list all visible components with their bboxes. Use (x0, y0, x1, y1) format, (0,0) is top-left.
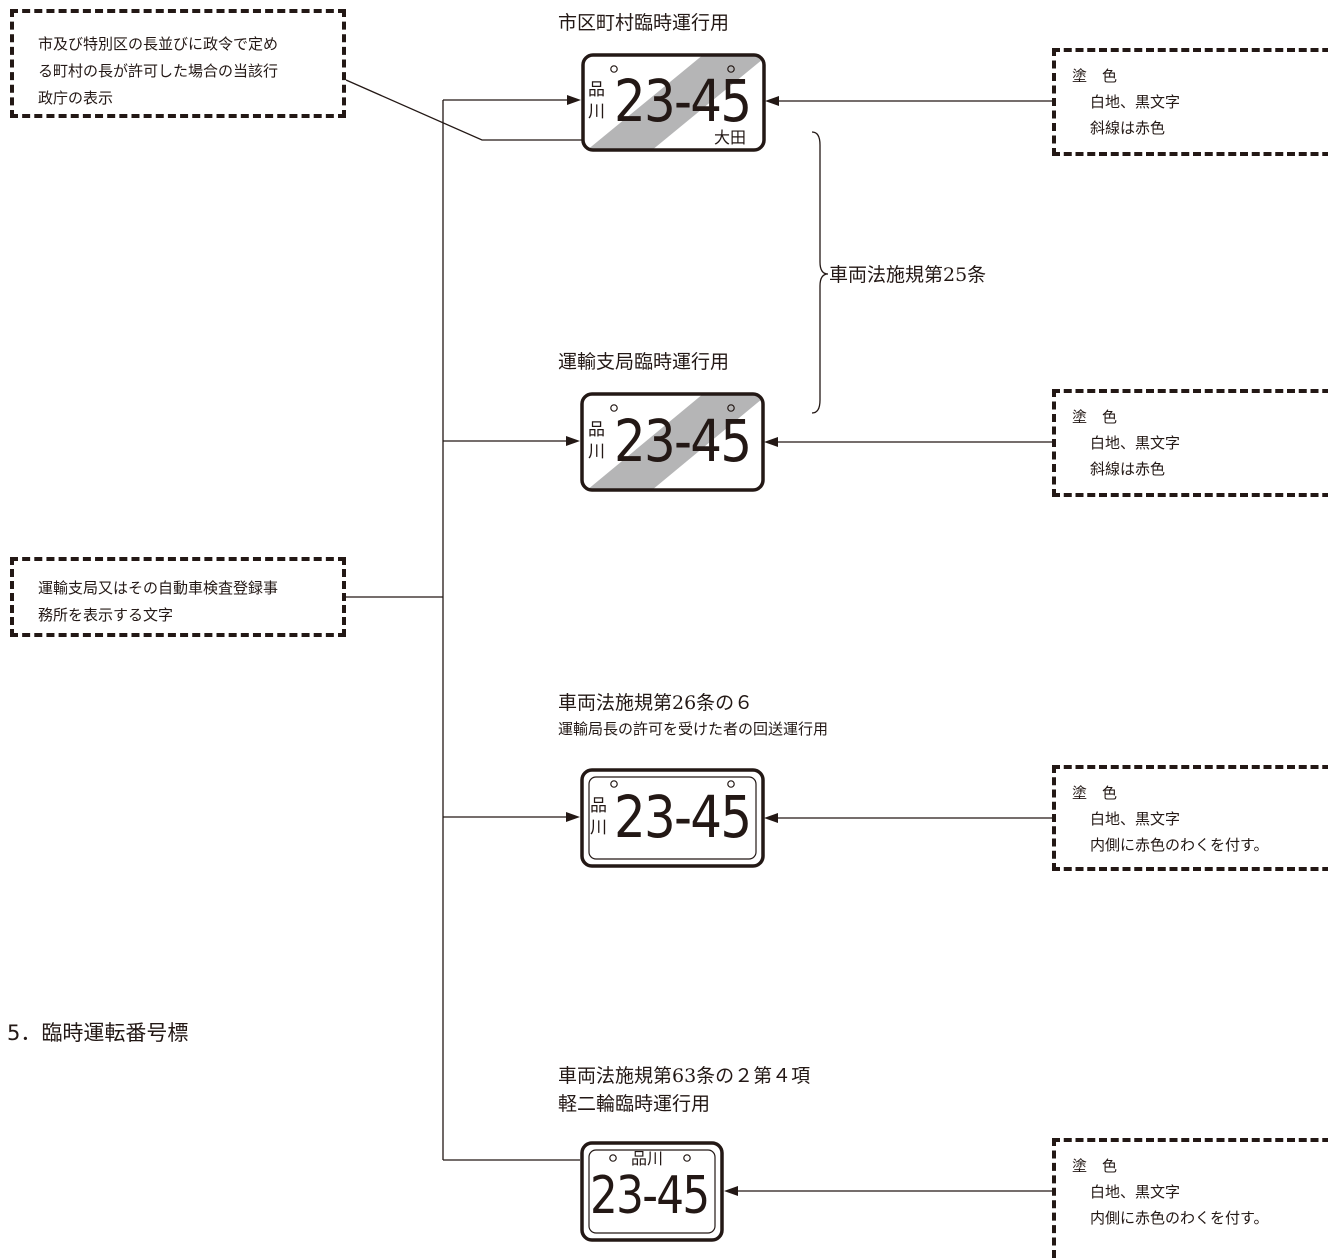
note-box-office: 運輸支局又はその自動車検査登録事 務所を表示する文字 (10, 557, 346, 637)
plate-1-region-bottom: 川 (588, 102, 605, 122)
note-line: 市及び特別区の長並びに政令で定め (38, 35, 279, 53)
color-note-line: 斜線は赤色 (1090, 460, 1166, 478)
plate-2-region-bottom: 川 (588, 442, 605, 462)
note-line: 運輸支局又はその自動車検査登録事 (38, 579, 279, 597)
connector-lines (345, 79, 1052, 1192)
plate-1-title: 市区町村臨時運行用 (558, 12, 730, 34)
plate-4-title-line-2: 軽二輪臨時運行用 (558, 1093, 711, 1115)
color-note-box-3: 塗 色 白地、黒文字 内側に赤色のわくを付す。 (1052, 765, 1328, 871)
color-note-heading: 塗 色 (1072, 784, 1118, 802)
color-note-line: 斜線は赤色 (1090, 119, 1166, 137)
color-note-line: 白地、黒文字 (1090, 1183, 1181, 1201)
color-note-heading: 塗 色 (1072, 67, 1118, 85)
plate-4-region: 品川 (631, 1149, 664, 1168)
plate-1-region-top: 品 (588, 80, 605, 100)
color-note-line: 白地、黒文字 (1090, 434, 1181, 452)
plate-3-region-top: 品 (590, 796, 607, 816)
plate-1-number: 23-45 (614, 67, 752, 135)
arrowheads (566, 95, 779, 1196)
plate-3-graphic (580, 768, 765, 868)
plate-4-graphic (580, 1141, 724, 1242)
color-note-box-2: 塗 色 白地、黒文字 斜線は赤色 (1052, 389, 1328, 497)
plate-3-subtitle: 運輸局長の許可を受けた者の回送運行用 (558, 720, 829, 738)
note-line: 務所を表示する文字 (38, 606, 174, 624)
plate-2-title: 運輸支局臨時運行用 (558, 351, 730, 373)
plate-1-issuer: 大田 (714, 128, 747, 147)
plate-4-number: 23-45 (590, 1166, 710, 1226)
color-note-line: 白地、黒文字 (1090, 810, 1181, 828)
plate-3-number: 23-45 (614, 783, 752, 851)
plate-2-number: 23-45 (614, 407, 752, 475)
note-box-issuer: 市及び特別区の長並びに政令で定め る町村の長が許可した場合の当該行 政庁の表示 (10, 9, 346, 118)
color-note-line: 内側に赤色のわくを付す。 (1090, 836, 1269, 854)
note-line: る町村の長が許可した場合の当該行 (38, 62, 279, 80)
plate-4-title-line-1: 車両法施規第63条の２第４項 (558, 1065, 811, 1087)
plate-3-title: 車両法施規第26条の６ (558, 692, 754, 714)
plate-2-region-top: 品 (588, 420, 605, 440)
plate-1-graphic (581, 53, 766, 152)
plate-2-graphic (580, 392, 765, 492)
color-note-line: 内側に赤色のわくを付す。 (1090, 1209, 1269, 1227)
note-line: 政庁の表示 (38, 89, 114, 107)
color-note-heading: 塗 色 (1072, 1157, 1118, 1175)
color-note-box-4: 塗 色 白地、黒文字 内側に赤色のわくを付す。 (1052, 1138, 1328, 1258)
color-note-line: 白地、黒文字 (1090, 93, 1181, 111)
plate-3-region-bottom: 川 (590, 818, 607, 838)
color-note-box-1: 塗 色 白地、黒文字 斜線は赤色 (1052, 48, 1328, 156)
section-title: 5．臨時運転番号標 (7, 1021, 189, 1045)
regulation-label: 車両法施規第25条 (829, 264, 987, 286)
color-note-heading: 塗 色 (1072, 408, 1118, 426)
